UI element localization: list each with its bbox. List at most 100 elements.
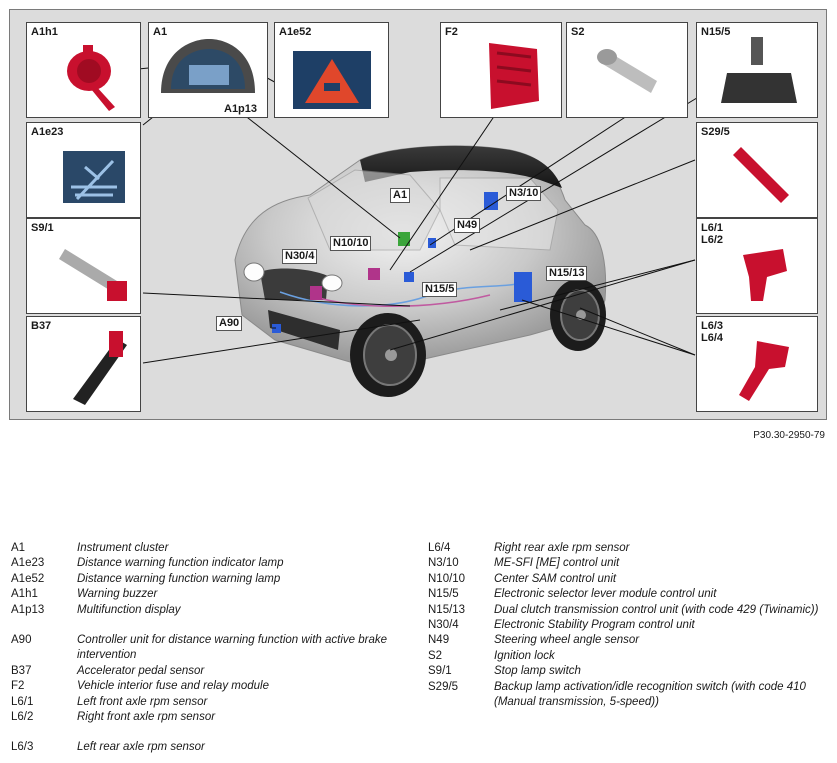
legend-description: Dual clutch transmission control unit (w… xyxy=(494,603,818,618)
legend-description: Distance warning function indicator lamp xyxy=(77,556,283,571)
legend-description: Left front axle rpm sensor xyxy=(77,695,207,710)
legend-row: F2Vehicle interior fuse and relay module xyxy=(11,679,411,694)
box-label-a1e23: A1e23 xyxy=(31,126,63,138)
box-label-l6-3: L6/3 xyxy=(701,320,723,332)
legend-description: Backup lamp activation/idle recognition … xyxy=(494,680,828,711)
box-label-n15-5: N15/5 xyxy=(701,26,730,38)
legend-description: Center SAM control unit xyxy=(494,572,616,587)
legend-row: A90Controller unit for distance warning … xyxy=(11,633,411,664)
box-l6-3-l6-4: L6/3 L6/4 xyxy=(696,316,818,412)
box-s29-5: S29/5 xyxy=(696,122,818,218)
n30-4-unit xyxy=(310,286,322,300)
component-location-diagram: A1h1 A1 A1p13 A1e52 A1e23 S9 xyxy=(9,9,827,420)
legend-code: S9/1 xyxy=(428,664,494,679)
legend-code: L6/1 xyxy=(11,695,77,710)
box-label-a1p13: A1p13 xyxy=(223,103,258,115)
fuse-module-icon xyxy=(441,23,561,117)
legend-code: L6/3 xyxy=(11,740,77,755)
legend-description: Instrument cluster xyxy=(77,541,168,556)
legend-code: A90 xyxy=(11,633,77,664)
box-label-l6-4: L6/4 xyxy=(701,332,723,344)
callout-n10-10: N10/10 xyxy=(330,236,371,251)
box-s9-1: S9/1 xyxy=(26,218,141,314)
legend-code: N3/10 xyxy=(428,556,494,571)
legend-description: ME-SFI [ME] control unit xyxy=(494,556,619,571)
legend-row: N30/4Electronic Stability Program contro… xyxy=(428,618,828,633)
callout-n49: N49 xyxy=(454,218,480,233)
legend-code: N49 xyxy=(428,633,494,648)
legend-description: Controller unit for distance warning fun… xyxy=(77,633,411,664)
legend-code: A1e52 xyxy=(11,572,77,587)
legend-code: A1h1 xyxy=(11,587,77,602)
legend-code: S29/5 xyxy=(428,680,494,711)
n10-10-unit xyxy=(368,268,380,280)
legend-description: Stop lamp switch xyxy=(494,664,581,679)
legend-code: F2 xyxy=(11,679,77,694)
legend-description: Steering wheel angle sensor xyxy=(494,633,639,648)
legend-row: L6/1Left front axle rpm sensor xyxy=(11,695,411,710)
box-a1: A1 A1p13 xyxy=(148,22,268,118)
box-label-s9-1: S9/1 xyxy=(31,222,54,234)
legend-code: S2 xyxy=(428,649,494,664)
n3-10-unit xyxy=(484,192,498,210)
box-label-a1h1: A1h1 xyxy=(31,26,58,38)
legend-description: Vehicle interior fuse and relay module xyxy=(77,679,269,694)
box-label-a1e52: A1e52 xyxy=(279,26,311,38)
legend-description: Warning buzzer xyxy=(77,587,157,602)
legend-description: Distance warning function warning lamp xyxy=(77,572,280,587)
box-label-a1: A1 xyxy=(153,26,167,38)
box-f2: F2 xyxy=(440,22,562,118)
legend-description: Right front axle rpm sensor xyxy=(77,710,215,725)
callout-n15-5: N15/5 xyxy=(422,282,457,297)
legend-code: N15/5 xyxy=(428,587,494,602)
legend-description: Ignition lock xyxy=(494,649,555,664)
legend-description: Electronic Stability Program control uni… xyxy=(494,618,695,633)
front-wheel xyxy=(350,313,426,397)
callout-n30-4: N30/4 xyxy=(282,249,317,264)
box-label-l6-1: L6/1 xyxy=(701,222,723,234)
legend-code: A1p13 xyxy=(11,603,77,618)
n15-5-unit xyxy=(404,272,414,282)
box-l6-1-l6-2: L6/1 L6/2 xyxy=(696,218,818,314)
legend-row: S9/1Stop lamp switch xyxy=(428,664,828,679)
legend-description: Right rear axle rpm sensor xyxy=(494,541,630,556)
box-label-s29-5: S29/5 xyxy=(701,126,730,138)
legend-code: A1 xyxy=(11,541,77,556)
legend-description: Accelerator pedal sensor xyxy=(77,664,204,679)
callout-a1: A1 xyxy=(390,188,410,203)
legend-code: N10/10 xyxy=(428,572,494,587)
box-a1e52: A1e52 xyxy=(274,22,389,118)
callout-n3-10: N3/10 xyxy=(506,186,541,201)
legend-code: A1e23 xyxy=(11,556,77,571)
box-s2: S2 xyxy=(566,22,688,118)
legend-code: N30/4 xyxy=(428,618,494,633)
callout-a90: A90 xyxy=(216,316,242,331)
legend-code: B37 xyxy=(11,664,77,679)
box-label-f2: F2 xyxy=(445,26,458,38)
box-label-b37: B37 xyxy=(31,320,51,332)
box-n15-5: N15/5 xyxy=(696,22,818,118)
legend-description: Left rear axle rpm sensor xyxy=(77,740,205,755)
ignition-lock-icon xyxy=(567,23,687,117)
legend-code: N15/13 xyxy=(428,603,494,618)
box-label-s2: S2 xyxy=(571,26,584,38)
n15-13-unit xyxy=(514,272,532,302)
box-a1e23: A1e23 xyxy=(26,122,141,218)
box-label-l6-2: L6/2 xyxy=(701,234,723,246)
